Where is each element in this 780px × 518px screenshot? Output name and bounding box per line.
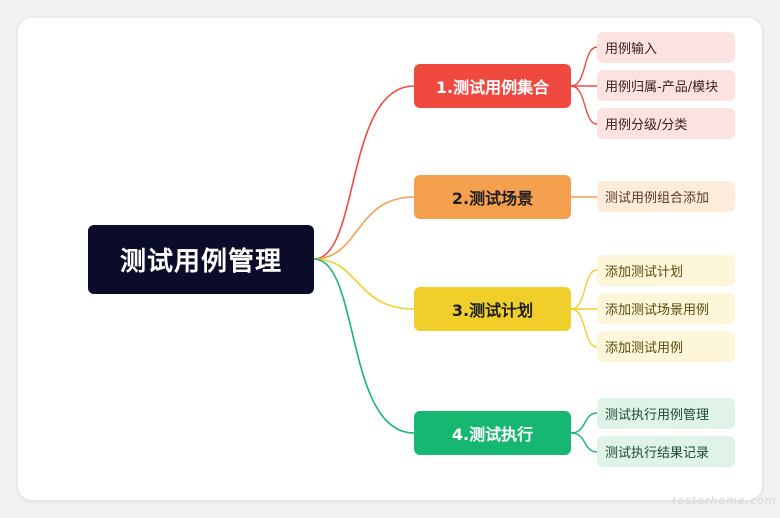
leaf-node[interactable]: 添加测试用例 xyxy=(597,331,735,362)
watermark: testerhome.com xyxy=(672,494,777,507)
leaf-node[interactable]: 用例输入 xyxy=(597,32,735,63)
connector-branch-4-leaf-2 xyxy=(570,432,598,453)
branch-node-4[interactable]: 4.测试执行 xyxy=(414,411,571,455)
connector-branch-4-leaf-1 xyxy=(570,412,598,434)
connector-branch-1-leaf-1 xyxy=(570,46,598,87)
root-node[interactable]: 测试用例管理 xyxy=(88,225,314,294)
leaf-node[interactable]: 测试用例组合添加 xyxy=(597,181,735,212)
connector-root-branch-3 xyxy=(313,258,415,310)
leaf-node[interactable]: 测试执行用例管理 xyxy=(597,398,735,429)
leaf-node[interactable]: 用例分级/分类 xyxy=(597,108,735,139)
leaf-node[interactable]: 测试执行结果记录 xyxy=(597,436,735,467)
branch-node-3[interactable]: 3.测试计划 xyxy=(414,287,571,331)
connector-branch-3-leaf-3 xyxy=(570,308,598,348)
branch-node-2[interactable]: 2.测试场景 xyxy=(414,175,571,219)
connector-root-branch-2 xyxy=(313,196,415,260)
leaf-node[interactable]: 添加测试场景用例 xyxy=(597,293,735,324)
connector-root-branch-4 xyxy=(313,258,415,434)
connector-root-branch-1 xyxy=(313,85,415,260)
connector-branch-3-leaf-1 xyxy=(570,269,598,310)
branch-node-1[interactable]: 1.测试用例集合 xyxy=(414,64,571,108)
leaf-node[interactable]: 用例归属-产品/模块 xyxy=(597,70,735,101)
leaf-node[interactable]: 添加测试计划 xyxy=(597,255,735,286)
connector-branch-1-leaf-3 xyxy=(570,85,598,125)
